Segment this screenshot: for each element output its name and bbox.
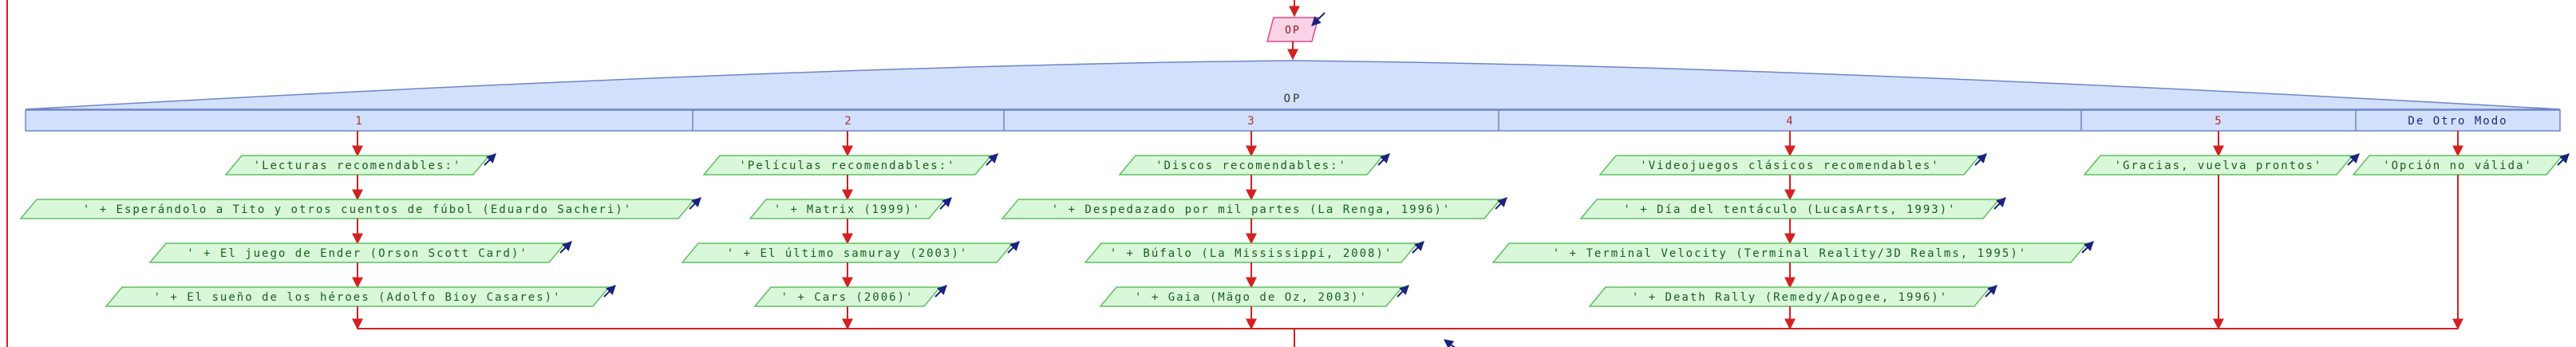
output-text: ' + Despedazado por mil partes (La Renga… — [1052, 203, 1452, 216]
output-node[interactable]: ' + Despedazado por mil partes (La Renga… — [1001, 197, 1507, 219]
output-arrow-icon — [484, 153, 496, 166]
output-text: 'Discos recomendables:' — [1156, 160, 1347, 172]
output-text: ' + Gaia (Mägo de Oz, 2003)' — [1135, 291, 1368, 304]
output-node[interactable]: ' + Matrix (1999)' — [749, 197, 952, 219]
selector-variable: OP — [1284, 93, 1302, 105]
case-columns: 'Lecturas recomendables:' ' + Esperándolo… — [19, 131, 2570, 330]
case-column-2: 'Películas recomendables:' ' + Matrix (19… — [681, 131, 1020, 330]
input-node-op[interactable]: OP — [1266, 12, 1326, 42]
output-node[interactable]: ' + Death Rally (Remedy/Apogee, 1996)' — [1588, 285, 1997, 307]
output-node[interactable]: ' + Búfalo (La Mississippi, 2008)' — [1084, 241, 1424, 263]
case-label-5: 5 — [2214, 115, 2222, 128]
output-node[interactable]: ' + Cars (2006)' — [753, 285, 947, 307]
case-label-3: 3 — [1247, 115, 1254, 128]
output-arrow-icon — [986, 153, 998, 166]
case-column-3: 'Discos recomendables:' ' + Despedazado p… — [1001, 131, 1507, 330]
output-text: ' + El juego de Ender (Orson Scott Card)… — [187, 247, 528, 260]
case-label-1: 1 — [355, 115, 362, 128]
output-text: 'Videojuegos clásicos recomendables' — [1640, 160, 1939, 172]
output-text: 'Gracias, vuelva prontos' — [2115, 160, 2323, 172]
case-column-1: 'Lecturas recomendables:' ' + Esperándolo… — [19, 131, 701, 330]
output-text: ' + El último samuray (2003)' — [727, 247, 968, 260]
output-node[interactable]: 'Videojuegos clásicos recomendables' — [1598, 153, 1987, 175]
bottom-arrow-icon — [1444, 339, 1456, 347]
output-text: ' + Terminal Velocity (Terminal Reality/… — [1553, 247, 2027, 260]
output-arrow-icon — [603, 285, 616, 298]
output-node[interactable]: ' + El juego de Ender (Orson Scott Card)… — [148, 241, 572, 263]
output-node[interactable]: ' + Terminal Velocity (Terminal Reality/… — [1491, 241, 2094, 263]
output-arrow-icon — [2557, 153, 2570, 166]
output-arrow-icon — [1412, 241, 1424, 254]
output-text: ' + Cars (2006)' — [781, 291, 915, 304]
output-arrow-icon — [1974, 153, 1987, 166]
output-node[interactable]: ' + El sueño de los héroes (Adolfo Bioy … — [105, 285, 616, 307]
input-node-arrow-icon — [1311, 12, 1326, 26]
output-arrow-icon — [1495, 197, 1507, 210]
case-column-4: 'Videojuegos clásicos recomendables' ' + … — [1491, 131, 2094, 330]
case-header-row: 1 2 3 4 5 De Otro Modo — [25, 109, 2561, 132]
output-node[interactable]: 'Lecturas recomendables:' — [224, 153, 496, 175]
case-column-5: 'Gracias, vuelva prontos' — [2083, 131, 2360, 330]
output-node[interactable]: ' + El último samuray (2003)' — [681, 241, 1020, 263]
case-label-2: 2 — [844, 115, 851, 128]
output-text: ' + Búfalo (La Mississippi, 2008)' — [1110, 247, 1393, 260]
output-arrow-icon — [689, 197, 701, 210]
output-text: ' + Esperándolo a Tito y otros cuentos d… — [83, 203, 632, 216]
output-text: 'Lecturas recomendables:' — [254, 160, 462, 172]
output-node[interactable]: ' + Día del tentáculo (LucasArts, 1993)' — [1579, 197, 2006, 219]
output-text: ' + El sueño de los héroes (Adolfo Bioy … — [153, 291, 561, 304]
output-arrow-icon — [2081, 241, 2094, 254]
output-node[interactable]: 'Opción no válida' — [2352, 153, 2570, 175]
output-text: ' + Matrix (1999)' — [774, 203, 921, 216]
case-column-6: 'Opción no válida' — [2352, 131, 2570, 330]
output-node[interactable]: 'Discos recomendables:' — [1118, 153, 1390, 175]
output-arrow-icon — [1007, 241, 1020, 254]
output-arrow-icon — [1993, 197, 2006, 210]
output-arrow-icon — [1985, 285, 1997, 298]
output-text: ' + Día del tentáculo (LucasArts, 1993)' — [1623, 203, 1956, 216]
selector-node[interactable]: OP — [25, 60, 2561, 110]
merge-section — [358, 328, 2458, 347]
output-arrow-icon — [934, 285, 947, 298]
output-text: 'Películas recomendables:' — [739, 160, 955, 172]
output-text: 'Opción no válida' — [2383, 160, 2533, 172]
output-arrow-icon — [939, 197, 952, 210]
case-label-4: 4 — [1786, 115, 1793, 128]
output-node[interactable]: ' + Gaia (Mägo de Oz, 2003)' — [1099, 285, 1409, 307]
output-arrow-icon — [2347, 153, 2360, 166]
input-node-label: OP — [1285, 25, 1301, 37]
output-arrow-icon — [1397, 285, 1409, 298]
output-node[interactable]: 'Gracias, vuelva prontos' — [2083, 153, 2360, 175]
output-node[interactable]: 'Películas recomendables:' — [702, 153, 998, 175]
output-arrow-icon — [1377, 153, 1390, 166]
output-arrow-icon — [559, 241, 572, 254]
case-label-6: De Otro Modo — [2408, 115, 2507, 128]
output-text: ' + Death Rally (Remedy/Apogee, 1996)' — [1632, 291, 1948, 304]
output-node[interactable]: ' + Esperándolo a Tito y otros cuentos d… — [19, 197, 701, 219]
